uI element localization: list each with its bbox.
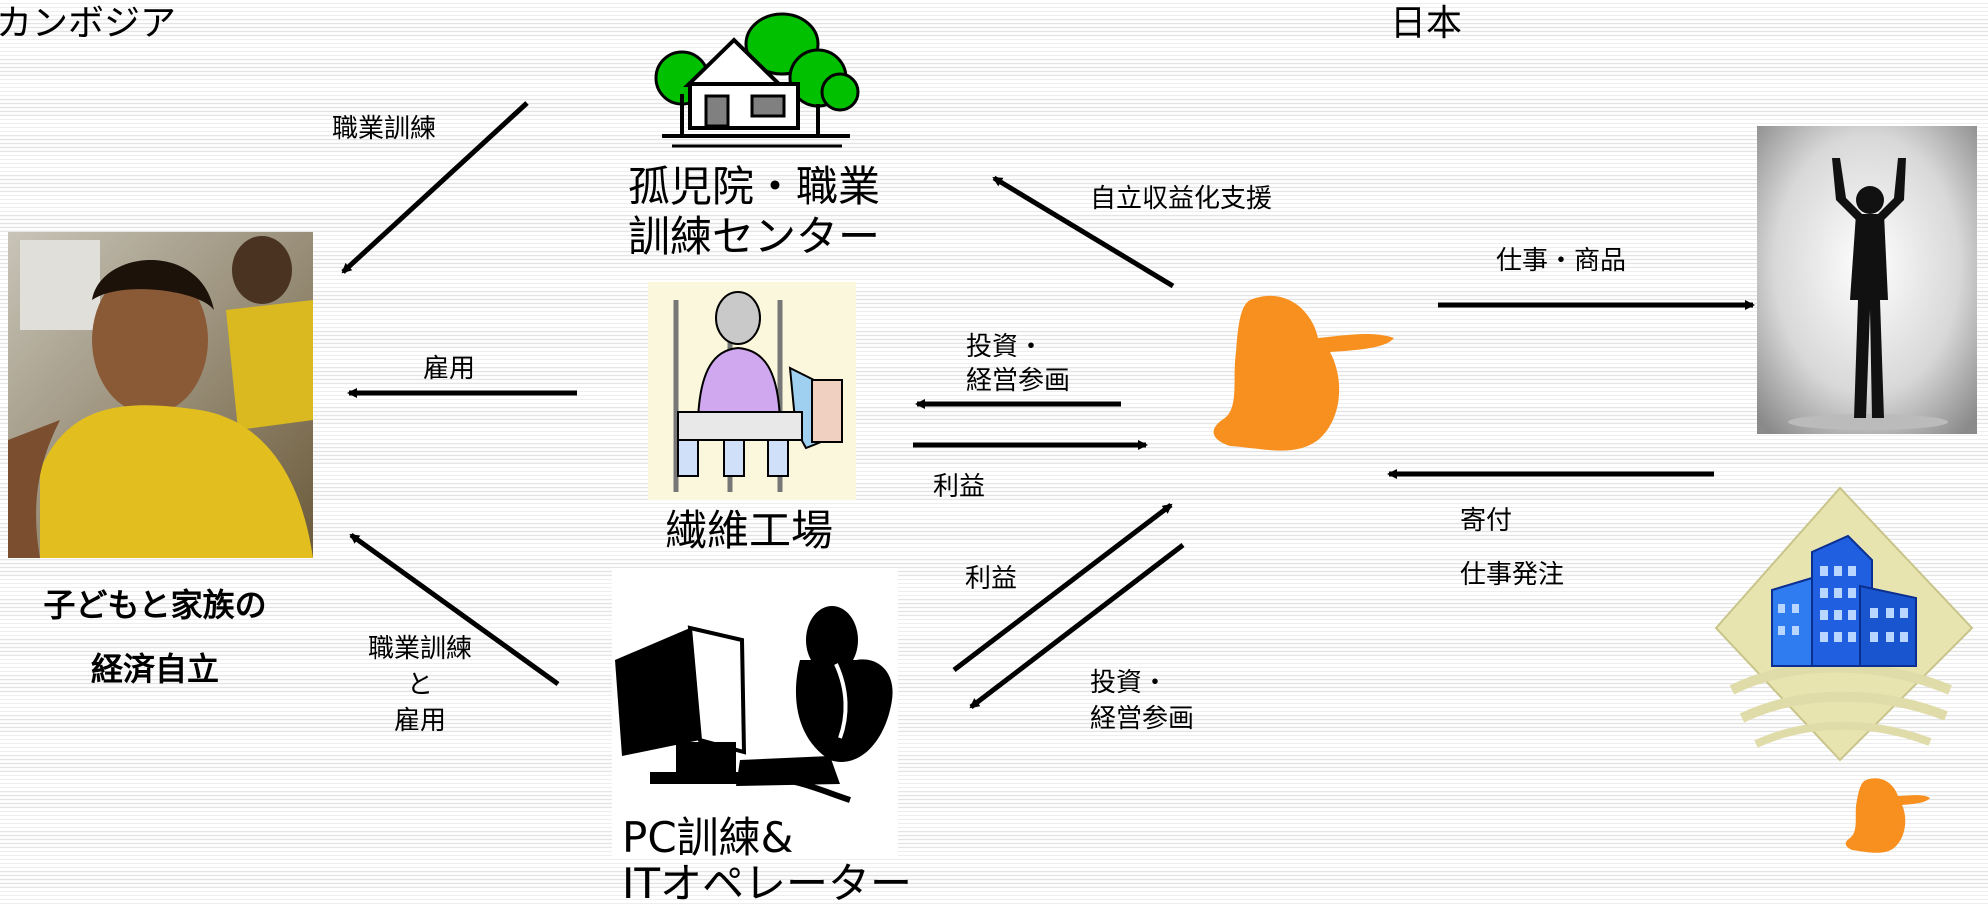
edge-label-work-products: 仕事・商品 xyxy=(1496,246,1627,276)
edge-label-donation: 寄付 xyxy=(1460,506,1513,536)
edge-label-training-and-employment-line3: 雇用 xyxy=(393,706,446,736)
arrow-org-to-orphanage xyxy=(992,175,1175,289)
edge-label-work-orders: 仕事発注 xyxy=(1460,560,1565,590)
node-label-pc-line1: PC訓練& xyxy=(622,813,794,862)
arrow-training-to-family xyxy=(341,101,529,274)
edge-label-profit-factory: 利益 xyxy=(933,472,986,502)
region-label-japan: 日本 xyxy=(1390,3,1463,44)
edge-label-invest-factory-line1: 投資・ xyxy=(966,332,1045,362)
edge-label-invest-pc-line1: 投資・ xyxy=(1090,668,1169,698)
edge-label-vocational-training: 職業訓練 xyxy=(332,114,437,144)
arrow-org-to-pc xyxy=(969,543,1185,709)
edge-label-self-support: 自立収益化支援 xyxy=(1090,184,1273,214)
arrow-pc-to-org xyxy=(952,503,1173,672)
node-label-pc-line2: ITオペレーター xyxy=(622,859,913,908)
edge-label-invest-factory-line2: 経営参画 xyxy=(966,366,1071,396)
edge-label-profit-pc: 利益 xyxy=(965,564,1018,594)
node-label-orphanage-line1: 孤児院・職業 xyxy=(628,162,881,211)
region-label-cambodia: カンボジア xyxy=(0,3,177,44)
node-label-family-line2: 経済自立 xyxy=(90,650,219,688)
node-label-factory: 繊維工場 xyxy=(665,506,834,555)
arrow-pc-to-family xyxy=(349,532,560,687)
edge-label-training-and-employment-line1: 職業訓練 xyxy=(367,634,472,664)
edge-label-employment: 雇用 xyxy=(423,354,476,384)
edge-label-training-and-employment-line2: と xyxy=(406,670,433,700)
edge-label-invest-pc-line2: 経営参画 xyxy=(1090,704,1195,734)
node-label-family-line1: 子どもと家族の xyxy=(43,586,267,624)
node-label-orphanage-line2: 訓練センター xyxy=(628,212,881,261)
